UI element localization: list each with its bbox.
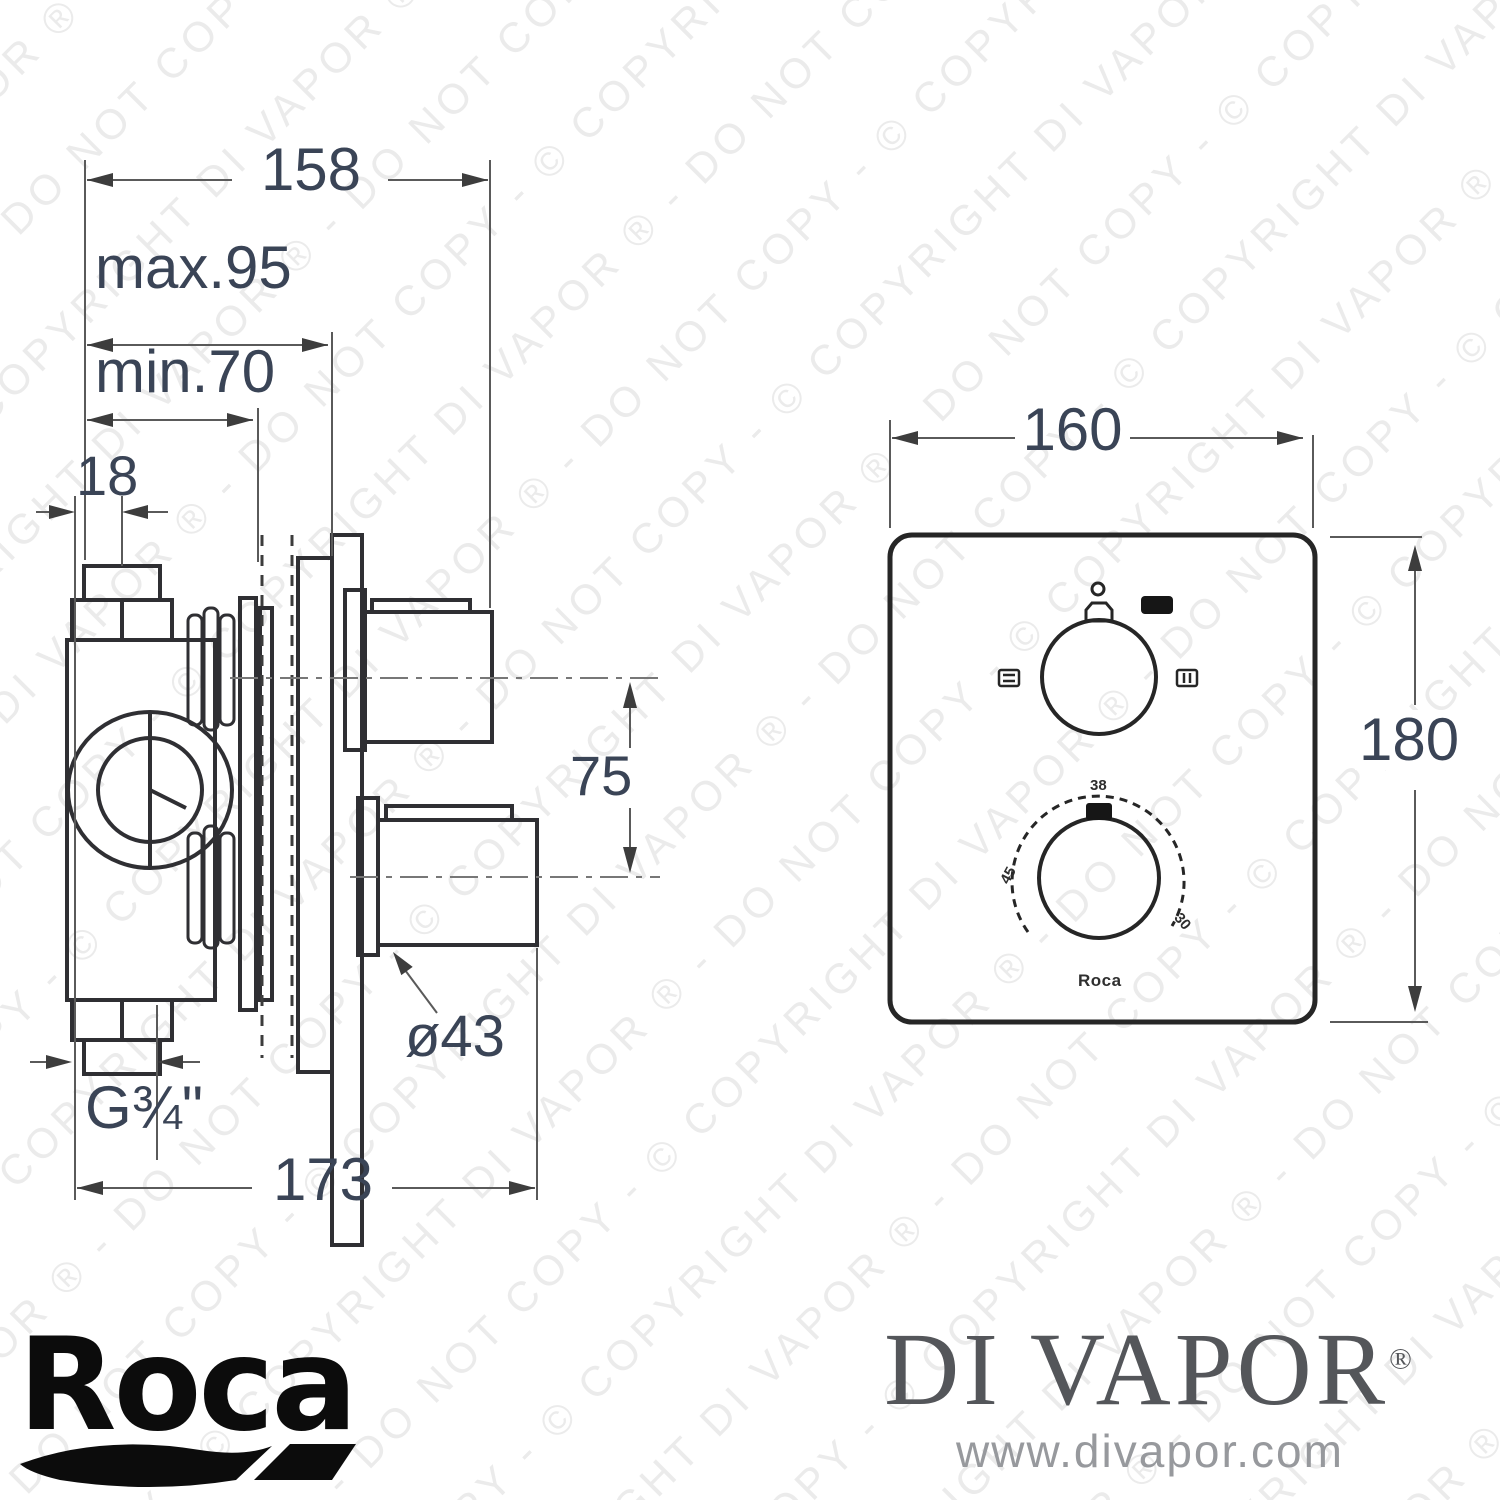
dim-max95-label: max.95 <box>95 234 292 301</box>
dim-18-label: 18 <box>76 444 139 507</box>
registered-mark-icon: ® <box>1389 1342 1416 1376</box>
dim-min70-label: min.70 <box>95 338 276 405</box>
roca-logo-swoosh <box>20 1444 356 1487</box>
dimension-lines <box>30 179 1416 1189</box>
front-view-drawing <box>887 532 1318 1025</box>
centerlines <box>230 677 660 878</box>
dim-173-label: 173 <box>272 1146 374 1213</box>
dimension-arrowheads <box>46 173 1422 1195</box>
dim-thread-label: G¾" <box>85 1074 204 1141</box>
divapor-name-text: DI VAPOR <box>884 1312 1390 1427</box>
side-view-drawing <box>65 533 539 1247</box>
dim-diameter-43-label: ø43 <box>405 1004 505 1069</box>
dim-160-label: 160 <box>1022 396 1123 463</box>
seal-stack-lower <box>186 824 236 950</box>
dial-temp-38-label: 38 <box>1090 777 1107 794</box>
divapor-url: www.divapor.com <box>956 1425 1344 1477</box>
seal-stack-upper <box>186 606 236 732</box>
dim-180-label: 180 <box>1355 710 1464 770</box>
handshower-icon <box>997 668 1021 688</box>
extension-lines <box>74 160 1428 1200</box>
divapor-wordmark: DI VAPOR® <box>820 1318 1480 1422</box>
dial-brand-label: Roca <box>1078 971 1122 990</box>
divapor-logo: DI VAPOR® www.divapor.com <box>820 1318 1480 1477</box>
dim-75-label: 75 <box>570 744 633 807</box>
dim-158-label: 158 <box>260 136 362 203</box>
overhead-shower-icon <box>1175 668 1199 688</box>
roca-logo-wordmark: Roca <box>18 1311 358 1460</box>
wall-dashed-lines <box>260 535 294 1058</box>
